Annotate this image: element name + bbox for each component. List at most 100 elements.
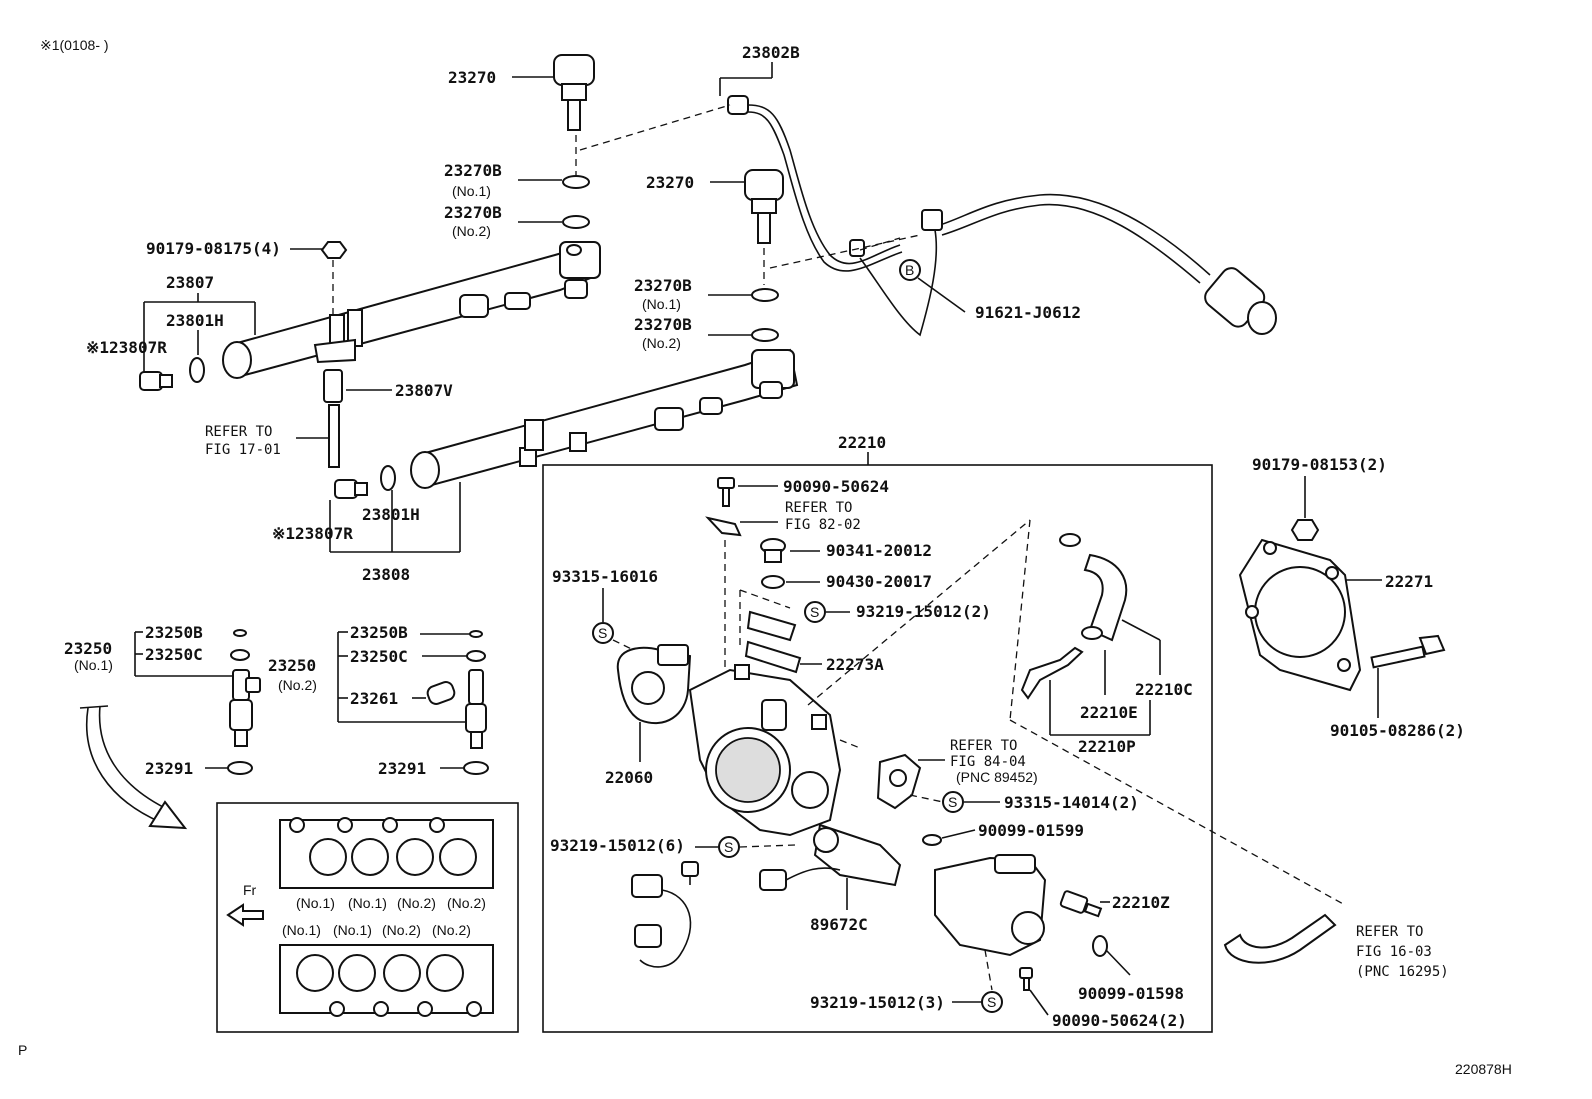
label-23270b-a: 23270B <box>444 161 502 180</box>
inset-top-label-2: (No.1) <box>348 895 387 911</box>
fig-84-04: FIG 84-04 <box>950 754 1026 770</box>
s-marker-2-text: S <box>810 604 819 620</box>
o-ring-23801h-upper <box>189 357 205 383</box>
label-93315-16016: 93315-16016 <box>552 567 658 586</box>
nut-90179-08153 <box>1290 519 1320 541</box>
s-marker-1 <box>592 622 614 644</box>
label-circle-b: B <box>905 262 914 278</box>
label-23250-no1: 23250 <box>64 639 112 658</box>
label-23807: 23807 <box>166 273 214 292</box>
washer-23270b-no1-lower <box>751 288 779 302</box>
s-marker-3-text: S <box>948 794 957 810</box>
inset-gasket-top <box>279 817 494 889</box>
water-bypass-housing <box>934 854 1047 957</box>
label-23270-upper: 23270 <box>448 68 496 87</box>
o-ring-23250b-no2 <box>469 630 483 638</box>
label-90099-01598: 90099-01598 <box>1078 984 1184 1003</box>
injector-no1 <box>229 669 261 747</box>
label-23270-lower: 23270 <box>646 173 694 192</box>
s-marker-4-text: S <box>724 839 733 855</box>
arrow-curve-outer <box>86 707 161 823</box>
s-marker-3 <box>942 791 964 813</box>
inset-bottom-label-2: (No.1) <box>333 922 372 938</box>
throttle-position-sensor-22060 <box>616 644 692 725</box>
label-90099-01599: 90099-01599 <box>978 821 1084 840</box>
front-arrow-icon <box>226 903 264 927</box>
label-22060: 22060 <box>605 768 653 787</box>
label-90430-20017: 90430-20017 <box>826 572 932 591</box>
label-23250c-b: 23250C <box>350 647 408 666</box>
sensor-22210z <box>1059 890 1103 918</box>
label-90179-08153: 90179-08153(2) <box>1252 455 1387 474</box>
idle-speed-control-valve-89672c <box>759 823 902 891</box>
pressure-damper-upper <box>553 54 595 131</box>
fuel-rail-lower <box>410 348 799 489</box>
refer-to-d: REFER TO <box>1356 924 1423 940</box>
fuel-rail-upper <box>222 241 601 379</box>
pnc-89452: (PNC 89452) <box>956 769 1038 785</box>
inset-bottom-label-1: (No.1) <box>282 922 321 938</box>
washer-90430-20017 <box>761 575 785 589</box>
label-23270b-c: 23270B <box>634 276 692 295</box>
label-91621-j0612: 91621-J0612 <box>975 303 1081 322</box>
label-23250-no2: 23250 <box>268 656 316 675</box>
bolt-90090-50624-2 <box>1019 967 1033 991</box>
header-note: ※1(0108- ) <box>40 37 109 53</box>
fuel-hose-23802b <box>727 95 1277 337</box>
arrow-curve-inner <box>98 705 166 809</box>
circle-b-marker <box>899 259 921 281</box>
inset-top-label-1: (No.1) <box>296 895 335 911</box>
label-22210c: 22210C <box>1135 680 1193 699</box>
pressure-damper-lower <box>744 169 784 244</box>
label-23250b-b: 23250B <box>350 623 408 642</box>
wire-harness-left <box>631 861 699 968</box>
injector-no2 <box>465 669 487 749</box>
washer-90099-01599 <box>922 834 942 846</box>
inset-top-label-4: (No.2) <box>447 895 486 911</box>
label-no1-c: (No.1) <box>74 657 113 673</box>
label-22273a: 22273A <box>826 655 884 674</box>
plug-123807r-upper <box>139 371 173 391</box>
pnc-16295: (PNC 16295) <box>1356 964 1449 980</box>
refer-to-b: REFER TO <box>785 500 852 516</box>
o-ring-23250c-no1 <box>230 649 250 661</box>
washer-90099-01598 <box>1092 935 1108 957</box>
throttle-body-group-box <box>542 464 1213 1033</box>
refer-to-c: REFER TO <box>950 738 1017 754</box>
label-23808: 23808 <box>362 565 410 584</box>
washer-23270b-no2-lower <box>751 328 779 342</box>
s-marker-4 <box>718 836 740 858</box>
label-no1-a: (No.1) <box>452 183 491 199</box>
label-23802b: 23802B <box>742 43 800 62</box>
label-93219-15012-2: 93219-15012(2) <box>856 602 991 621</box>
label-22210: 22210 <box>838 433 886 452</box>
label-90090-50624-2: 90090-50624(2) <box>1052 1011 1187 1030</box>
label-no1-b: (No.1) <box>642 296 681 312</box>
screw-90090-50624 <box>717 477 735 507</box>
label-93219-15012-3: 93219-15012(3) <box>810 993 945 1012</box>
label-123807r-a: ※123807R <box>86 338 167 357</box>
refer-to-a: REFER TO <box>205 424 272 440</box>
bracket-ref-82-02 <box>705 516 742 537</box>
page-mark: P <box>18 1042 27 1058</box>
label-90341-20012: 90341-20012 <box>826 541 932 560</box>
plug-90341-20012 <box>760 538 786 563</box>
label-23250b-a: 23250B <box>145 623 203 642</box>
label-no2-b: (No.2) <box>642 335 681 351</box>
label-93219-15012-6: 93219-15012(6) <box>550 836 685 855</box>
sleeve-23807v <box>323 369 343 403</box>
plug-123807r-lower <box>334 479 368 499</box>
arrow-head <box>148 800 188 830</box>
o-ring-23250c-no2 <box>466 650 486 662</box>
inset-gasket-bottom <box>279 944 494 1017</box>
label-93315-14014: 93315-14014(2) <box>1004 793 1139 812</box>
s-marker-1-text: S <box>598 625 607 641</box>
fr-label: Fr <box>243 882 257 898</box>
water-pipe-22210p <box>1020 646 1084 700</box>
hose-ref-16-03 <box>1223 913 1337 964</box>
label-90179-08175: 90179-08175(4) <box>146 239 281 258</box>
gasket-22271 <box>1238 538 1362 692</box>
fig-82-02: FIG 82-02 <box>785 517 861 533</box>
inset-top-label-3: (No.2) <box>397 895 436 911</box>
